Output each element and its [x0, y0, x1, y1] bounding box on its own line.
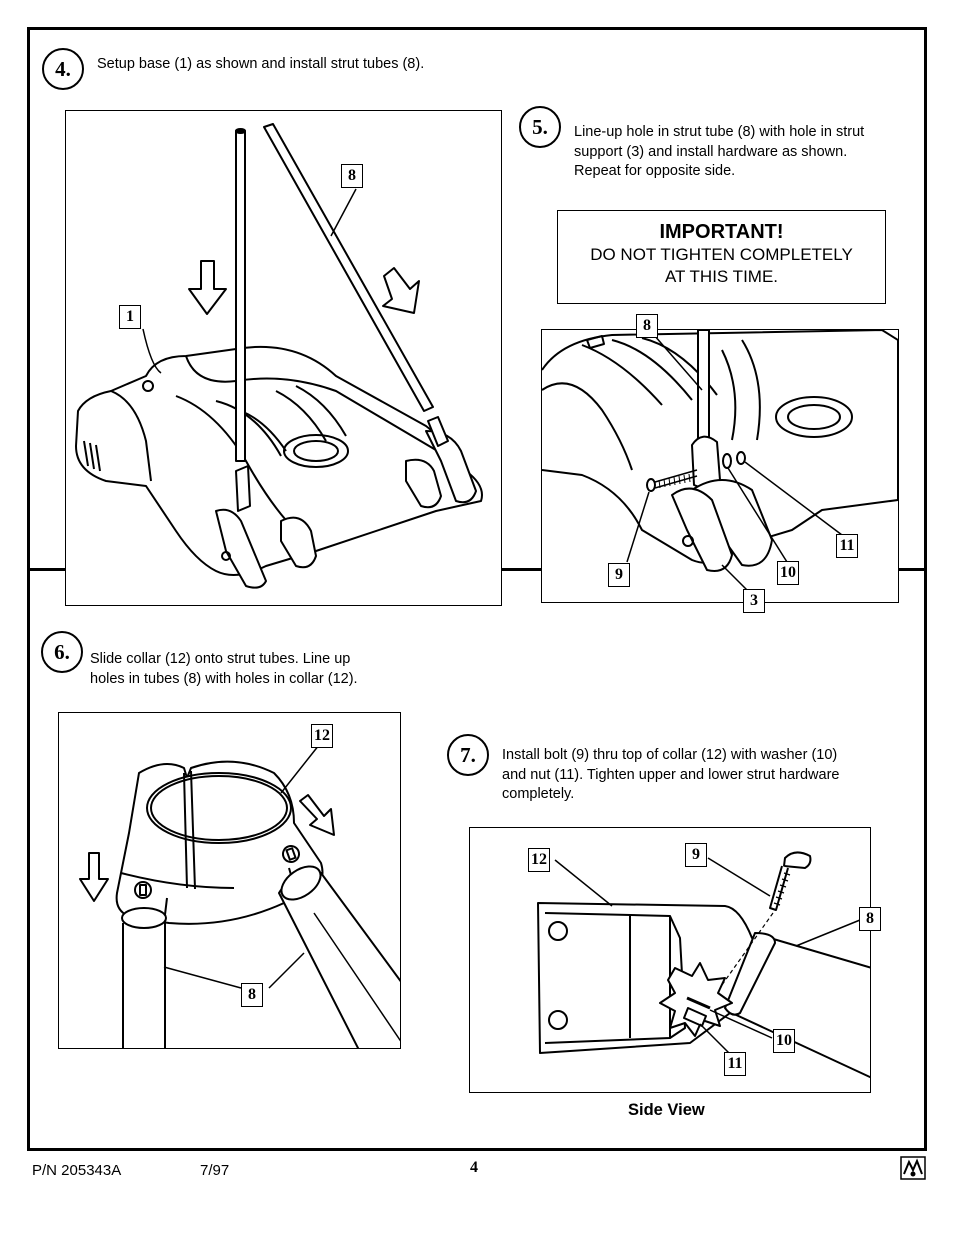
callout-p7-collar: 12 [528, 848, 550, 872]
callout-p7-nut: 11 [724, 1052, 746, 1076]
callout-p5-strut-support: 3 [743, 589, 765, 613]
step-4-instruction: Setup base (1) as shown and install stru… [97, 56, 425, 72]
step-6-number: 6. [41, 631, 83, 673]
step-5-line-3: Repeat for opposite side. [574, 163, 736, 179]
important-title: IMPORTANT! [659, 221, 784, 243]
collar-installation-drawing [79, 744, 400, 1048]
important-line-1: DO NOT TIGHTEN COMPLETELY [590, 245, 853, 264]
base-assembly-drawing [75, 123, 483, 589]
callout-p7-strut-tube: 8 [859, 907, 881, 931]
brand-logo-icon [900, 1156, 926, 1180]
callout-base: 1 [119, 305, 141, 329]
section-divider-mid [501, 568, 541, 571]
step-7-line-1: Install bolt (9) thru top of collar (12)… [502, 747, 838, 763]
step-7-number: 7. [447, 734, 489, 776]
strut-support-closeup-drawing [542, 330, 898, 591]
revision-date: 7/97 [200, 1162, 230, 1179]
step-4-illustration [65, 110, 502, 606]
callout-p5-strut-tube: 8 [636, 314, 658, 338]
callout-p5-nut: 11 [836, 534, 858, 558]
important-notice: IMPORTANT! DO NOT TIGHTEN COMPLETELY AT … [557, 210, 886, 304]
step-6-line-2: holes in tubes (8) with holes in collar … [90, 670, 358, 687]
important-line-2: AT THIS TIME. [664, 267, 779, 286]
callout-p6-collar: 12 [311, 724, 333, 748]
side-view-caption: Side View [628, 1101, 705, 1119]
callout-p6-strut-tube: 8 [241, 983, 263, 1007]
step-5-instruction: Line-up hole in strut tube (8) with hole… [574, 123, 864, 182]
step-5-line-2: support (3) and install hardware as show… [574, 143, 848, 160]
page-number: 4 [470, 1159, 478, 1176]
collar-side-view-drawing [537, 851, 870, 1079]
step-4-number: 4. [42, 48, 84, 90]
step-6-instruction: Slide collar (12) onto strut tubes. Line… [90, 650, 358, 689]
step-7-line-2: and nut (11). Tighten upper and lower st… [502, 766, 840, 783]
callout-p5-bolt: 9 [608, 563, 630, 587]
callout-p7-bolt: 9 [685, 843, 707, 867]
section-divider-left [27, 568, 65, 571]
page-frame [27, 27, 927, 1151]
step-5-number: 5. [519, 106, 561, 148]
step-6-illustration [58, 712, 401, 1049]
step-7-line-3: completely. [502, 786, 575, 802]
step-5-illustration [541, 329, 899, 603]
step-7-instruction: Install bolt (9) thru top of collar (12)… [502, 746, 839, 805]
callout-p5-washer: 10 [777, 561, 799, 585]
callout-p7-washer: 10 [773, 1029, 795, 1053]
step-5-line-1: Line-up hole in strut tube (8) with hole… [574, 124, 865, 140]
section-divider-right [898, 568, 927, 571]
part-number: P/N 205343A [32, 1162, 122, 1179]
callout-strut-tube: 8 [341, 164, 363, 188]
step-6-line-1: Slide collar (12) onto strut tubes. Line… [90, 651, 351, 667]
